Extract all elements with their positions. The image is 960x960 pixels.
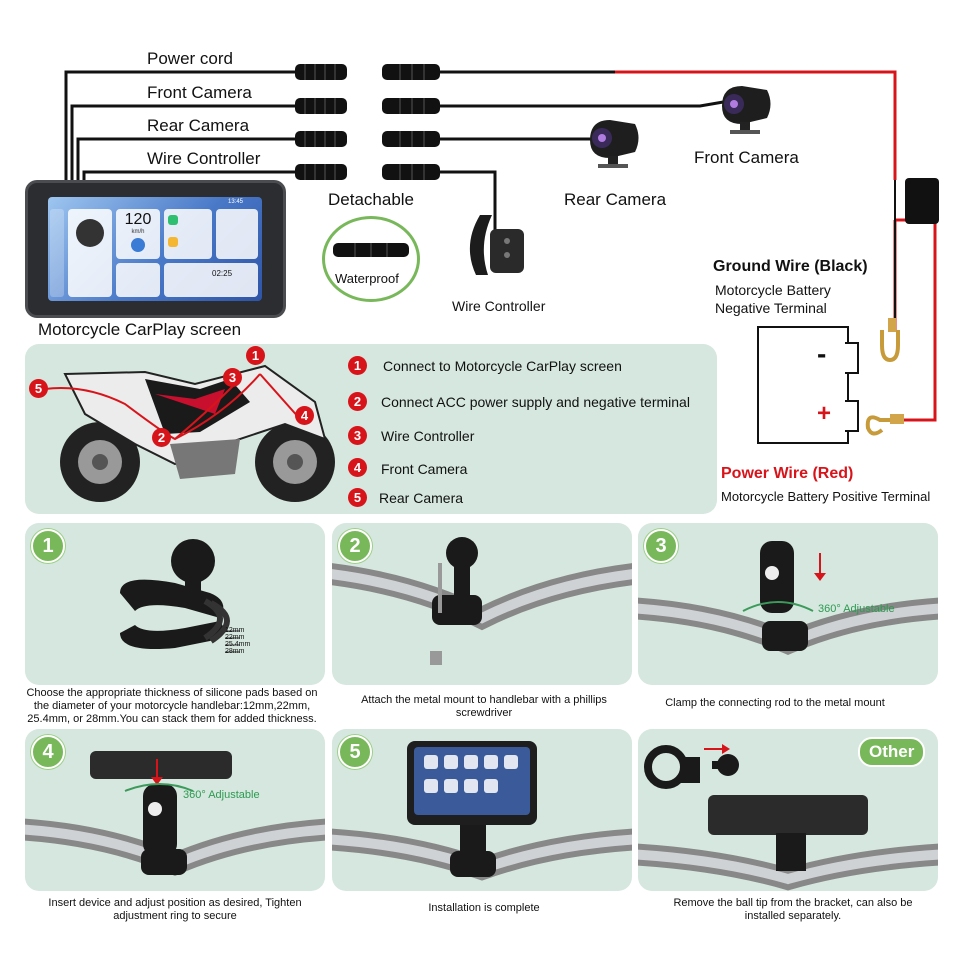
carlink-app-icon [168,215,178,225]
motorcycle-marker-5: 5 [29,379,48,398]
step-2-panel: 2 [332,523,632,685]
connector-closeup-icon [333,243,409,257]
step-3-caption: Clamp the connecting rod to the metal mo… [665,697,885,709]
step-5-caption: Installation is complete [428,902,540,914]
map-widget [116,263,160,297]
other-badge: Other [858,737,926,767]
rear-camera-icon [590,120,639,168]
motorcycle-marker-4: 4 [295,406,314,425]
ground-wire-desc-2: Negative Terminal [715,300,827,316]
status-time: 13:45 [228,199,244,205]
ground-wire-heading: Ground Wire (Black) [713,258,868,275]
legend-text-5: Rear Camera [379,490,464,506]
legend-text-1: Connect to Motorcycle CarPlay screen [383,358,622,374]
power-wire-desc: Motorcycle Battery Positive Terminal [721,489,931,504]
speed-value: 120 [124,211,152,228]
step-4-panel: 4 360° Adjustable [25,729,325,891]
installed-device-illustration [332,741,632,881]
screen-label: Motorcycle CarPlay screen [38,320,242,339]
waterproof-detail: Waterproof [322,216,420,302]
connector-label-power-cord: Power cord [147,49,233,68]
front-camera-icon [722,86,771,134]
pad-size-28: 28mm [225,648,245,655]
rear-camera-label: Rear Camera [564,190,667,209]
step-5-badge: 5 [338,735,372,769]
step-4-adjustable-label: 360° Adjustable [183,789,260,801]
wiring-cables [64,64,939,436]
connector-label-wire-controller: Wire Controller [147,149,261,168]
front-camera-label: Front Camera [694,148,799,167]
battery-body: - + [757,326,849,444]
legend-text-4: Front Camera [381,461,468,477]
step-3-badge: 3 [644,529,678,563]
step-2-caption: Attach the metal mount to handlebar with… [361,694,607,719]
signal-widget [216,209,258,259]
legend-text-3: Wire Controller [381,428,475,444]
step-1-badge: 1 [31,529,65,563]
nav-arrow-icon [131,238,145,252]
step-5-panel: 5 [332,729,632,891]
detachable-label: Detachable [328,190,415,209]
motorcycle-legend-panel: 1 2 3 4 5 1 Connect to Motorcycle CarPla… [25,344,717,514]
motorcycle-illustration [44,364,335,502]
speed-widget: 120 km/h [116,209,160,259]
motorcycle-marker-1: 1 [246,346,265,365]
ball-tip-removal-illustration [638,744,938,891]
other-step-caption: Remove the ball tip from the bracket, ca… [673,897,913,922]
app-dock [50,209,64,297]
step-1-panel: 1 12mm 22mm 25.4mm 28mm [25,523,325,685]
motorcycle-marker-3: 3 [223,368,242,387]
step-3-panel: 3 360° Adjustable [638,523,938,685]
connector-label-front-camera: Front Camera [147,83,252,102]
ground-wire-desc-1: Motorcycle Battery [715,282,831,298]
battery-plus-sign: + [817,400,832,427]
step-2-badge: 2 [338,529,372,563]
pad-size-25: 25.4mm [225,641,251,648]
step-4-badge: 4 [31,735,65,769]
carplay-screen-device: 13:45 120 km/h 02:25 [25,180,286,318]
other-step-panel: Other [638,729,938,891]
album-disc-icon [76,219,104,247]
music-widget [68,209,112,297]
clock-time: 02:25 [212,269,233,278]
device-insert-illustration [25,751,325,876]
step-3-adjustable-label: 360° Adjustable [818,603,895,615]
connector-label-rear-camera: Rear Camera [147,116,250,135]
handlebar-rod-illustration [638,541,938,655]
step-1-caption: Choose the appropriate thickness of sili… [26,687,318,725]
wire-controller-label: Wire Controller [452,298,546,314]
rubber-clamp-illustration [120,539,240,653]
apps-widget [164,209,212,259]
pad-size-12: 12mm [225,627,245,634]
waterproof-label: Waterproof [335,271,399,286]
battery-negative-terminal [845,342,859,374]
power-wire-heading: Power Wire (Red) [721,465,854,482]
motorcycle-marker-2: 2 [152,428,171,447]
speed-unit: km/h [131,229,145,235]
step-4-caption: Insert device and adjust position as des… [48,897,302,922]
legend-badge-4: 4 [348,458,367,477]
legend-badge-1: 1 [348,356,367,375]
legend-badge-5: 5 [348,488,367,507]
wire-controller-icon [469,215,524,275]
legend-text-2: Connect ACC power supply and negative te… [381,394,690,410]
pad-size-22: 22mm [225,634,245,641]
legend-badge-2: 2 [348,392,367,411]
handlebar-illustration [332,537,632,665]
battery-minus-sign: - [817,338,827,369]
screen-display: 13:45 120 km/h 02:25 [48,197,262,301]
battery-positive-terminal [845,400,859,432]
clock-widget: 02:25 [164,263,258,297]
audio-out-app-icon [168,237,178,247]
legend-badge-3: 3 [348,426,367,445]
